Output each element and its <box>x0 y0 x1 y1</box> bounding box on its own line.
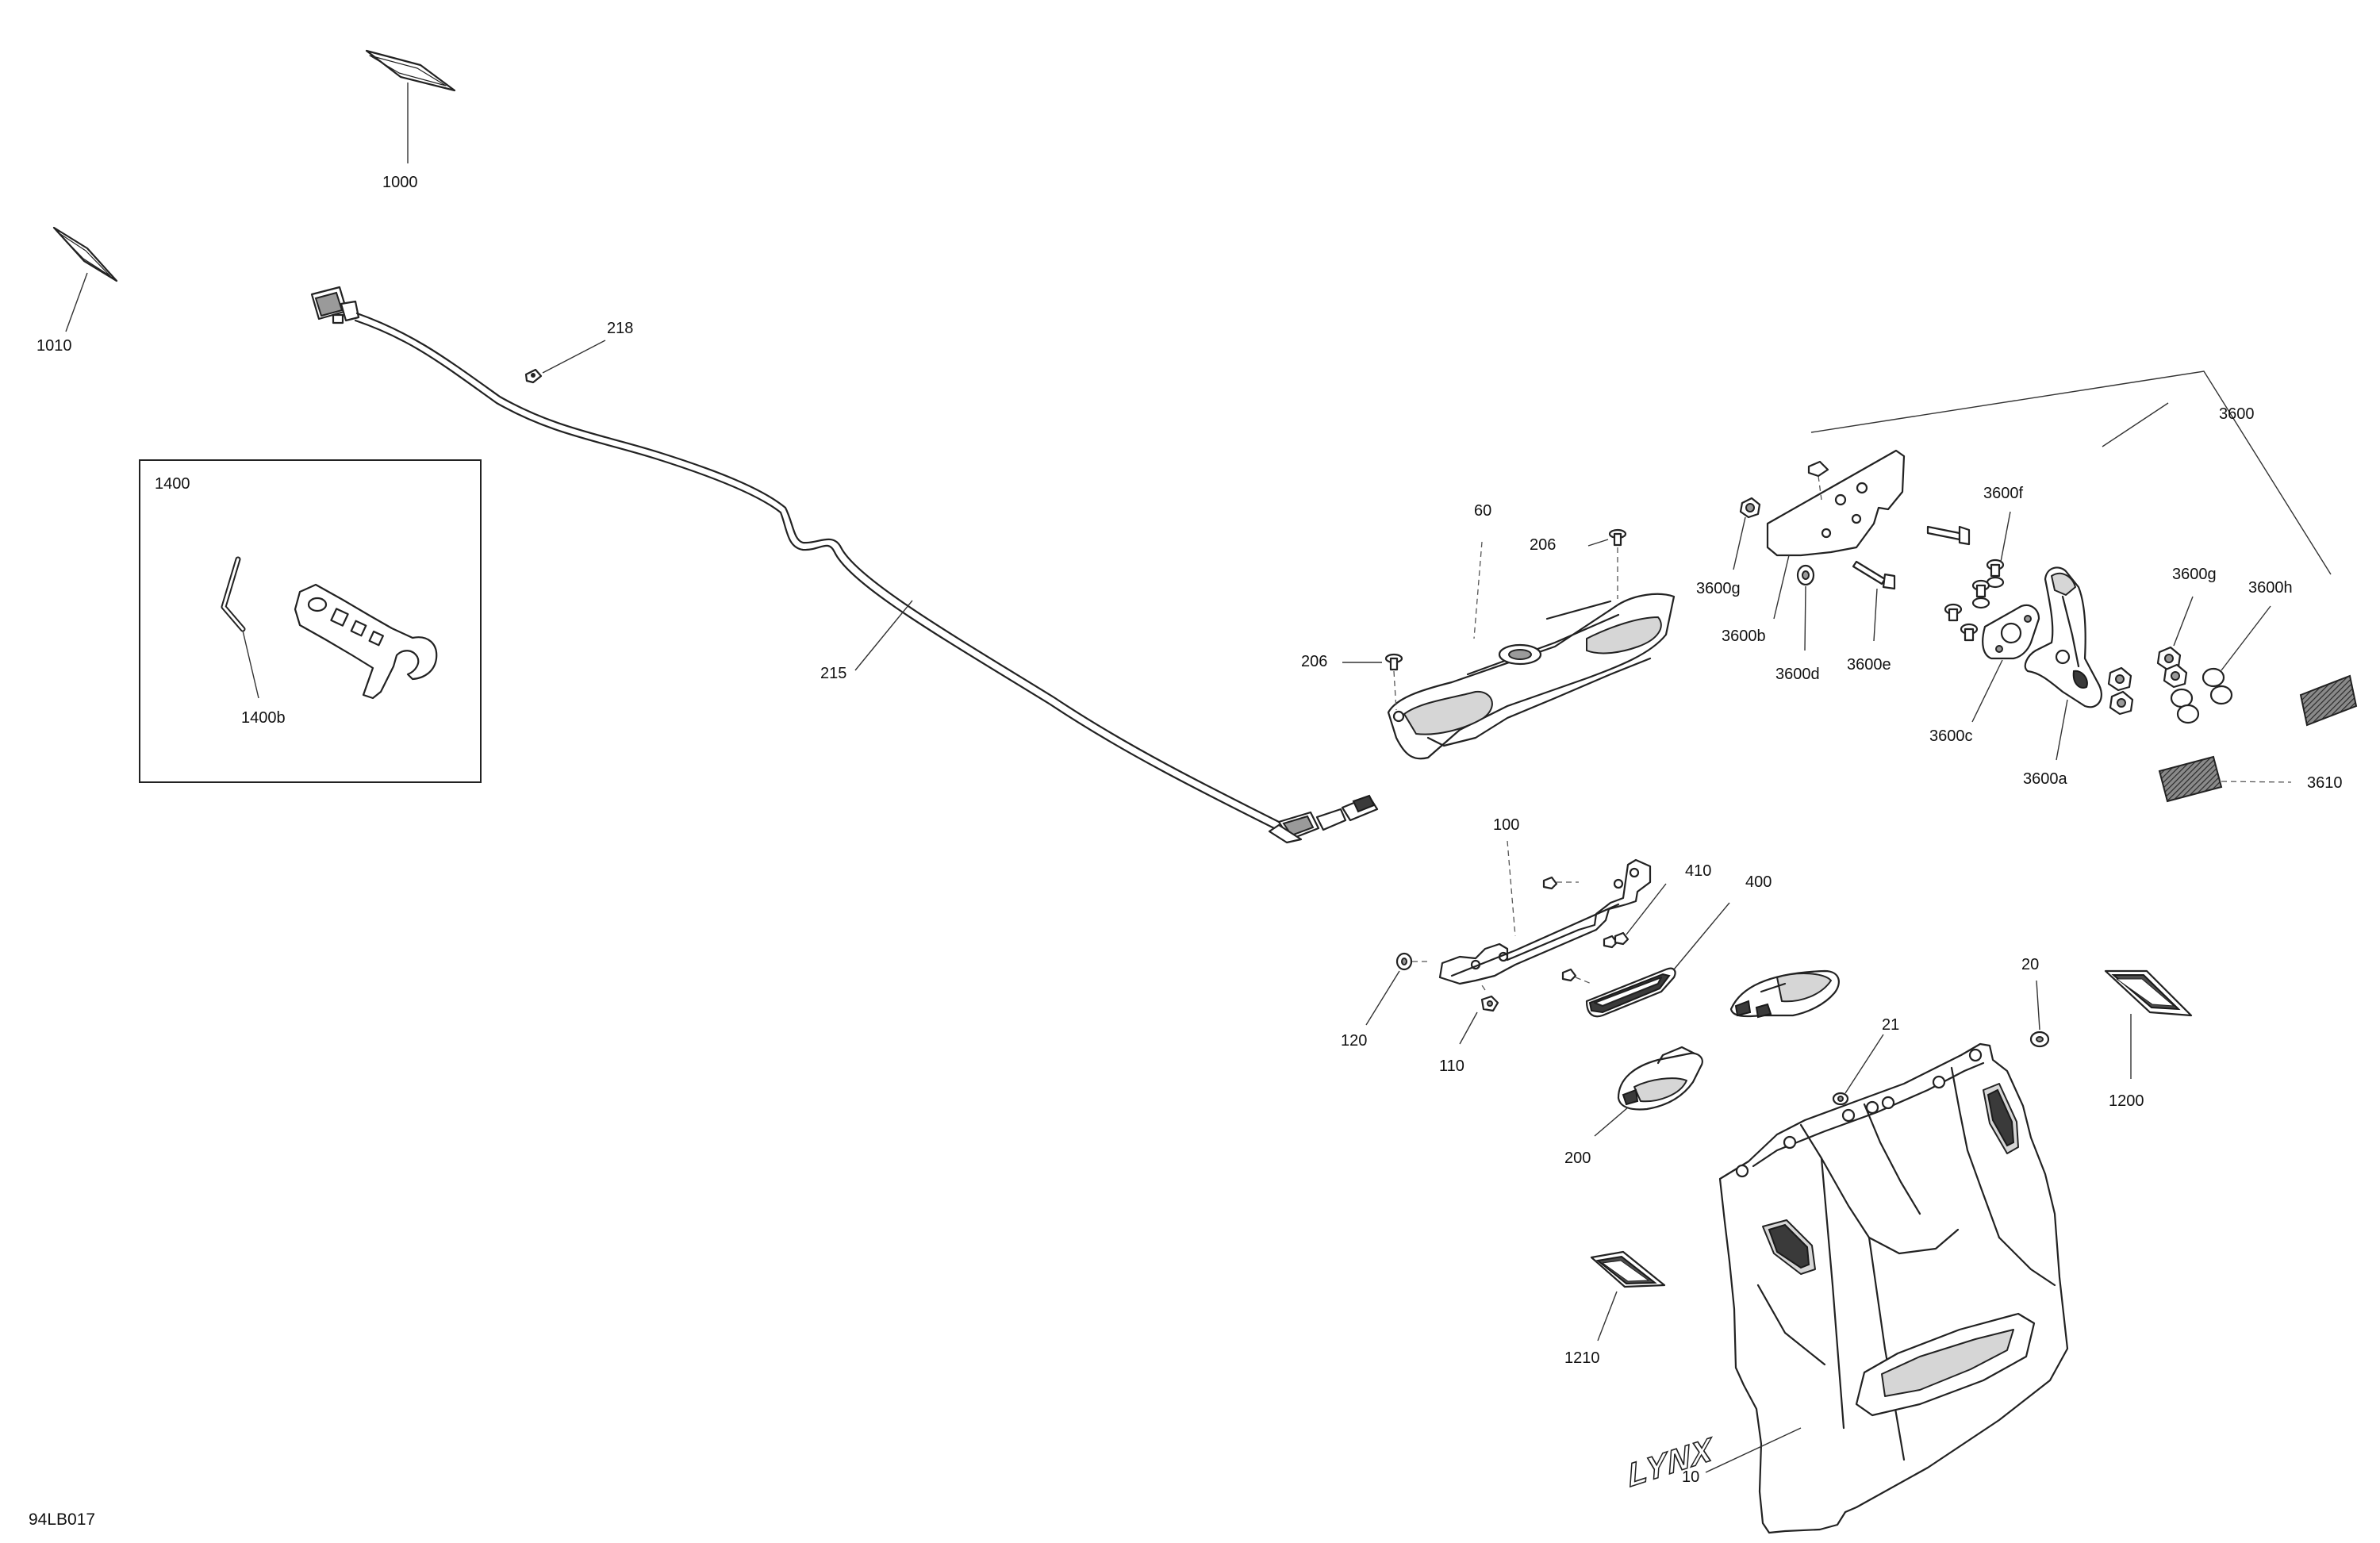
callout-1400: 1400 <box>155 475 190 493</box>
lens-400: 400 <box>1585 873 1772 1018</box>
screw-206-lower: 206 <box>1301 653 1403 711</box>
nut-410: 410 <box>1614 862 1711 946</box>
washer-3600d: 3600d <box>1775 564 1820 683</box>
callout-10: 10 <box>1682 1468 1699 1486</box>
rivet-20: 20 <box>2021 956 2050 1048</box>
callout-206-lower: 206 <box>1301 653 1327 670</box>
callout-3600g-left: 3600g <box>1696 580 1741 597</box>
callout-21: 21 <box>1882 1016 1899 1034</box>
nuts-3600g-right: 3600g <box>2107 566 2217 716</box>
callout-3610: 3610 <box>2307 774 2343 792</box>
callout-1010: 1010 <box>36 337 72 355</box>
washer-120: 120 <box>1341 952 1428 1050</box>
decal-1210: 1210 <box>1564 1250 1666 1367</box>
callout-1400b: 1400b <box>241 709 286 727</box>
callout-1000: 1000 <box>382 174 418 191</box>
decal-1200: 1200 <box>2104 969 2193 1110</box>
callout-3600d: 3600d <box>1775 666 1820 683</box>
callout-206-upper: 206 <box>1530 536 1556 554</box>
callout-110: 110 <box>1439 1057 1464 1075</box>
callout-218: 218 <box>607 320 633 337</box>
bracket-100: 100 <box>1438 816 1652 985</box>
lamp-upper <box>1729 969 1840 1019</box>
callout-215: 215 <box>820 665 846 682</box>
nut-100-c <box>1561 968 1592 985</box>
callout-410: 410 <box>1685 862 1711 880</box>
assembly-3600: 3600 3600b 3600g 3600d <box>1696 370 2358 788</box>
decal-1010: 1010 <box>36 226 118 355</box>
connector-bottom <box>1268 794 1379 844</box>
nut-3600g-left: 3600g <box>1696 497 1761 597</box>
callout-3600c: 3600c <box>1929 727 1973 745</box>
reflector-3610: 3610 <box>2158 755 2343 803</box>
callout-3600f: 3600f <box>1983 485 2023 502</box>
diagram-reference-id: 94LB017 <box>29 1510 95 1529</box>
callout-120: 120 <box>1341 1032 1367 1050</box>
callout-100: 100 <box>1493 816 1519 834</box>
plate-3600c: 3600c <box>1929 604 2040 745</box>
hex-key-1400b: 1400b <box>221 556 286 727</box>
lamp-200: 200 <box>1564 1046 1703 1167</box>
callout-3600: 3600 <box>2219 405 2255 423</box>
connector-top <box>310 286 360 324</box>
callout-3600h: 3600h <box>2248 579 2293 597</box>
decal-1000: 1000 <box>365 49 456 191</box>
spacers-3600h: 3600h <box>2170 579 2293 724</box>
callout-3600b: 3600b <box>1722 628 1766 645</box>
tool-kit-1400: 1400 1400b <box>139 459 482 783</box>
callout-20: 20 <box>2021 956 2039 973</box>
callout-200: 200 <box>1564 1150 1591 1167</box>
callout-400: 400 <box>1745 873 1772 891</box>
logo-text: LYNX <box>1626 1430 1714 1495</box>
reflector-3600 <box>2299 674 2358 727</box>
callout-1210: 1210 <box>1564 1349 1600 1367</box>
callout-3600a: 3600a <box>2023 770 2067 788</box>
bracket-3600b: 3600b <box>1722 449 1906 645</box>
callout-3600g-right: 3600g <box>2172 566 2217 583</box>
nut-100-a <box>1542 876 1579 890</box>
snow-flap-10: LYNX 10 <box>1626 1042 2069 1534</box>
clip-218: 218 <box>524 320 633 384</box>
screw-3600e: 3600e <box>1847 560 1896 674</box>
callout-3600e: 3600e <box>1847 656 1891 674</box>
mirror-mount-3600a: 3600a <box>2023 566 2102 788</box>
taillight-housing-60: 60 <box>1387 502 1676 760</box>
nut-100-b <box>1603 935 1618 949</box>
callout-60: 60 <box>1474 502 1491 520</box>
bolts-3600f: 3600f <box>1926 485 2023 642</box>
screw-21: 21 <box>1832 1016 1899 1106</box>
callout-1200: 1200 <box>2109 1092 2144 1110</box>
wiring-harness-215: 215 <box>310 286 1379 844</box>
screw-206-upper: 206 <box>1530 528 1627 599</box>
wrench <box>294 583 438 700</box>
nut-110: 110 <box>1439 985 1499 1075</box>
